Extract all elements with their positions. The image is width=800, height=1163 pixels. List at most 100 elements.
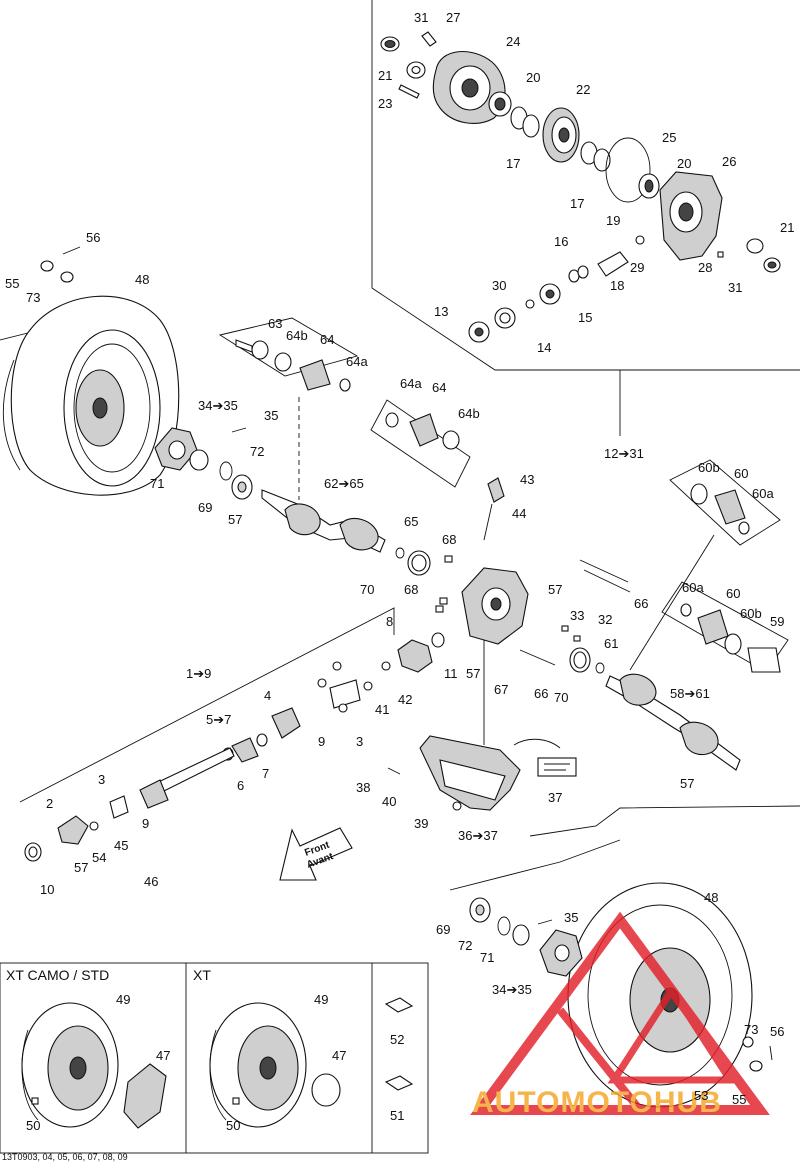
part-label-23: 23 — [378, 96, 392, 111]
part-label-64-b: 64 — [432, 380, 446, 395]
part-label-22: 22 — [576, 82, 590, 97]
part-label-69a: 69 — [198, 500, 212, 515]
part-label-6: 6 — [237, 778, 244, 793]
part-label-57c: 57 — [466, 666, 480, 681]
part-label-5-7: 5➔7 — [206, 712, 231, 727]
part-label-50a: 50 — [26, 1118, 40, 1133]
part-label-60a-a: 60a — [752, 486, 774, 501]
part-label-60b-b: 60b — [740, 606, 762, 621]
xt-title: XT — [193, 967, 211, 983]
part-label-51: 51 — [390, 1108, 404, 1123]
part-label-26: 26 — [722, 154, 736, 169]
part-label-21b: 21 — [780, 220, 794, 235]
part-label-4: 4 — [264, 688, 271, 703]
part-label-9b: 9 — [142, 816, 149, 831]
part-label-27: 27 — [446, 10, 460, 25]
part-label-31b: 31 — [728, 280, 742, 295]
part-label-43: 43 — [520, 472, 534, 487]
part-label-60b-a: 60b — [698, 460, 720, 475]
part-label-16: 16 — [554, 234, 568, 249]
part-label-53: 53 — [694, 1088, 708, 1103]
part-label-9a: 9 — [318, 734, 325, 749]
part-label-33: 33 — [570, 608, 584, 623]
part-label-31a: 31 — [414, 10, 428, 25]
watermark-text: AUTOMOTOHUB — [472, 1086, 722, 1119]
part-label-57d: 57 — [680, 776, 694, 791]
part-label-64b-b: 64b — [458, 406, 480, 421]
front-direction-arrow: Front Avant — [279, 827, 353, 881]
part-label-49b: 49 — [314, 992, 328, 1007]
automotohub-watermark: AUTOMOTOHUB — [470, 911, 770, 1119]
part-label-71a: 71 — [150, 476, 164, 491]
part-label-68b: 68 — [404, 582, 418, 597]
part-label-34-35b: 34➔35 — [492, 982, 532, 997]
part-label-68a: 68 — [442, 532, 456, 547]
part-label-46: 46 — [144, 874, 158, 889]
part-label-72a: 72 — [250, 444, 264, 459]
part-label-2: 2 — [46, 796, 53, 811]
part-label-64a-a: 64a — [346, 354, 368, 369]
part-label-71b: 71 — [480, 950, 494, 965]
part-label-70a: 70 — [360, 582, 374, 597]
part-label-65: 65 — [404, 514, 418, 529]
part-label-73b: 73 — [744, 1022, 758, 1037]
part-label-11: 11 — [444, 666, 458, 681]
part-label-24: 24 — [506, 34, 520, 49]
part-label-15: 15 — [578, 310, 592, 325]
part-label-72b: 72 — [458, 938, 472, 953]
part-label-69b: 69 — [436, 922, 450, 937]
part-label-45: 45 — [114, 838, 128, 853]
part-label-21a: 21 — [378, 68, 392, 83]
part-label-35b: 35 — [564, 910, 578, 925]
front-differential-housing — [431, 477, 631, 745]
left-wheel-assembly — [2, 246, 253, 500]
part-label-64-a: 64 — [320, 332, 334, 347]
part-label-3b: 3 — [98, 772, 105, 787]
part-label-60-b: 60 — [726, 586, 740, 601]
part-label-10: 10 — [40, 882, 54, 897]
part-label-66a: 66 — [634, 596, 648, 611]
part-label-48a: 48 — [135, 272, 149, 287]
part-label-40: 40 — [382, 794, 396, 809]
prop-shaft-assembly — [19, 607, 433, 862]
part-label-62-65: 62➔65 — [324, 476, 364, 491]
part-label-20b: 20 — [677, 156, 691, 171]
part-label-3a: 3 — [356, 734, 363, 749]
part-label-57b: 57 — [548, 582, 562, 597]
part-label-39: 39 — [414, 816, 428, 831]
part-label-56a: 56 — [86, 230, 100, 245]
part-label-7: 7 — [262, 766, 269, 781]
part-label-12-31: 12➔31 — [604, 446, 644, 461]
part-label-35a: 35 — [264, 408, 278, 423]
part-label-36-37: 36➔37 — [458, 828, 498, 843]
part-label-41: 41 — [375, 702, 389, 717]
part-label-73a: 73 — [26, 290, 40, 305]
part-label-20a: 20 — [526, 70, 540, 85]
part-label-57a: 57 — [228, 512, 242, 527]
part-label-64a-b: 64a — [400, 376, 422, 391]
right-drive-shaft — [605, 459, 789, 771]
part-label-17a: 17 — [506, 156, 520, 171]
part-label-28: 28 — [698, 260, 712, 275]
part-label-47a: 47 — [156, 1048, 170, 1063]
part-label-29: 29 — [630, 260, 644, 275]
drawing-code: 13T0903, 04, 05, 06, 07, 08, 09 — [2, 1152, 128, 1162]
part-label-17b: 17 — [570, 196, 584, 211]
part-label-18: 18 — [610, 278, 624, 293]
part-label-52: 52 — [390, 1032, 404, 1047]
part-label-42: 42 — [398, 692, 412, 707]
part-label-8: 8 — [386, 614, 393, 629]
part-label-50b: 50 — [226, 1118, 240, 1133]
part-label-57e: 57 — [74, 860, 88, 875]
part-label-37: 37 — [548, 790, 562, 805]
part-label-54: 54 — [92, 850, 106, 865]
part-label-59: 59 — [770, 614, 784, 629]
part-label-64b-a: 64b — [286, 328, 308, 343]
part-label-30: 30 — [492, 278, 506, 293]
part-label-48b: 48 — [704, 890, 718, 905]
left-drive-shaft — [218, 317, 471, 576]
part-label-38: 38 — [356, 780, 370, 795]
part-label-1-9: 1➔9 — [186, 666, 211, 681]
